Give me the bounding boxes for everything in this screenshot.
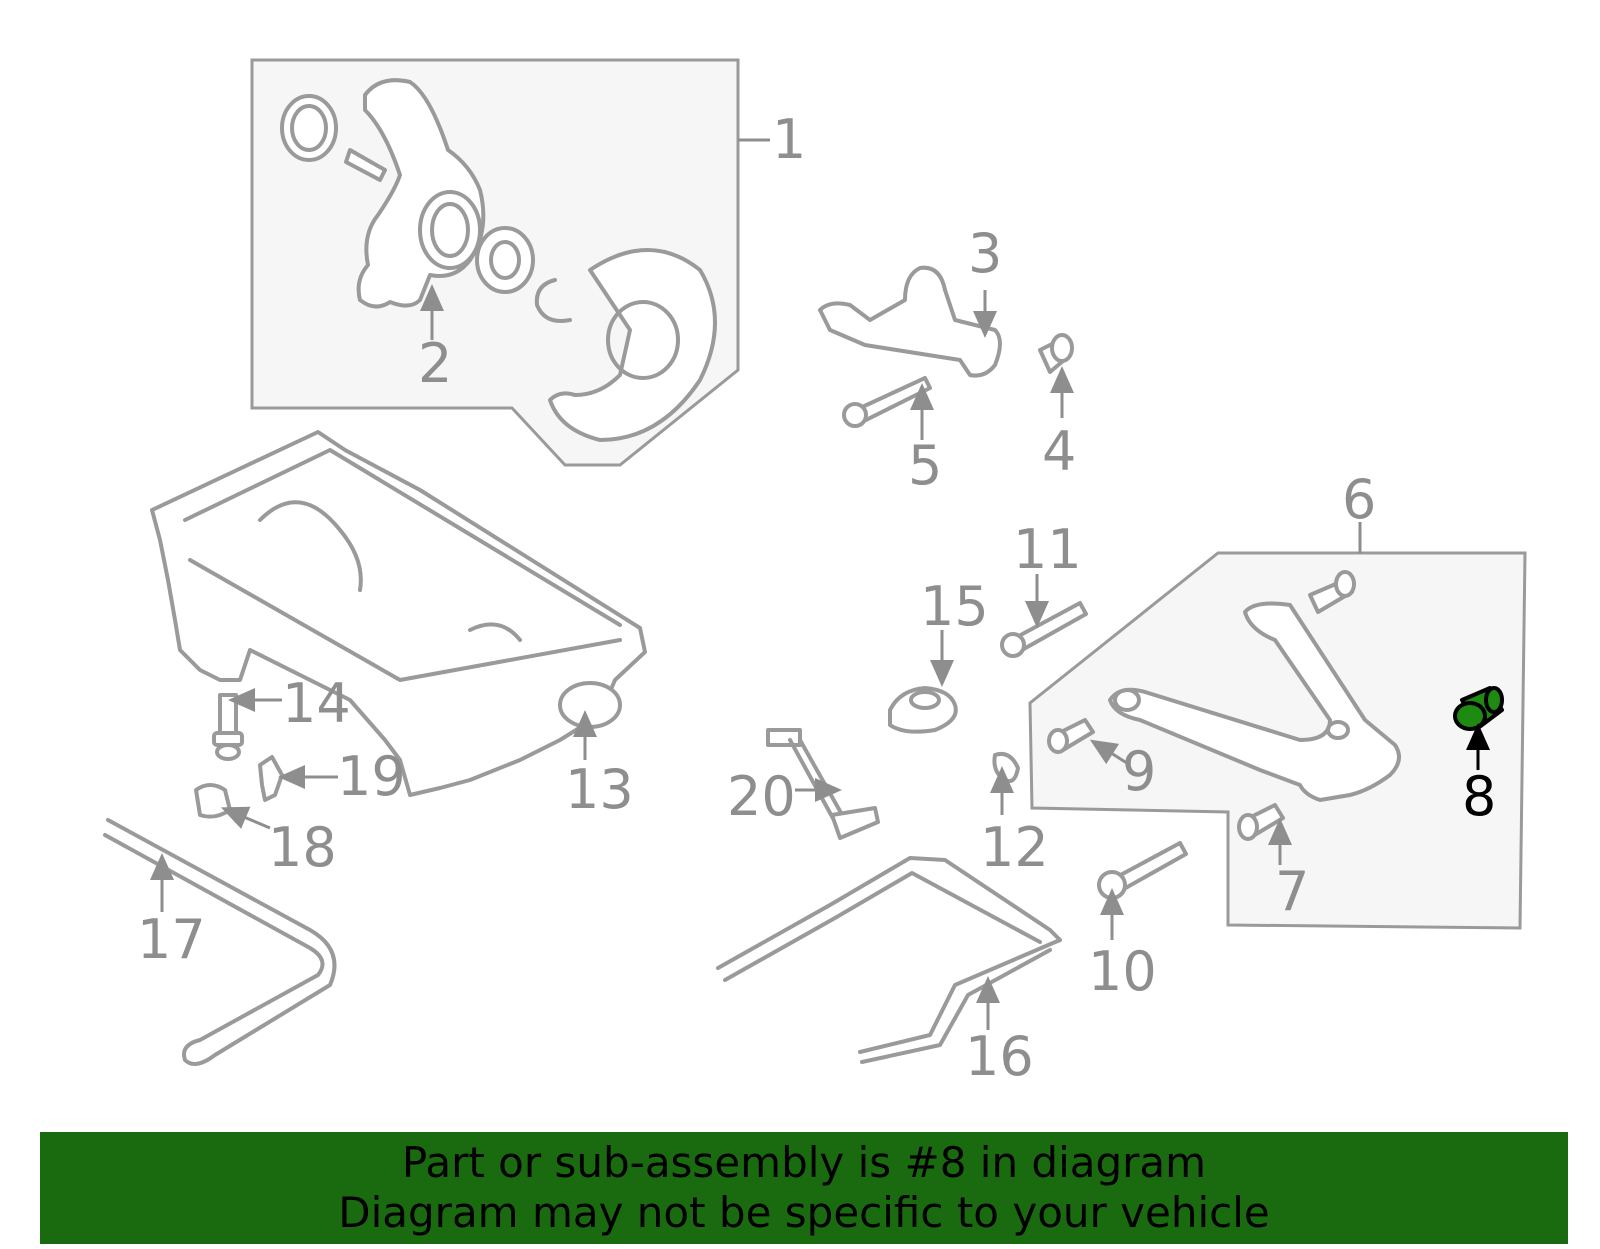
callout-5: 5	[908, 434, 942, 497]
lower-links-drawing	[716, 856, 1062, 1064]
banner-line-2: Diagram may not be specific to your vehi…	[338, 1188, 1270, 1237]
bolt-5-drawing	[842, 376, 932, 428]
callout-18: 18	[268, 816, 337, 879]
callout-12: 12	[980, 816, 1049, 879]
bolt-14-drawing	[212, 693, 244, 761]
stabilizer-bar-drawing	[103, 818, 337, 1066]
bracket-drawing	[818, 265, 1002, 378]
callout-2: 2	[418, 332, 452, 395]
mount-15-drawing	[888, 686, 958, 734]
control-arm-drawing	[1047, 570, 1401, 841]
bolt-10-drawing	[1097, 841, 1188, 900]
callout-6: 6	[1342, 468, 1376, 531]
callout-14: 14	[282, 672, 351, 735]
clip-19-drawing	[258, 755, 284, 802]
knuckle-assembly-drawing	[280, 78, 717, 442]
bushing-18-drawing	[194, 783, 232, 819]
callout-15: 15	[920, 575, 989, 638]
callout-16: 16	[965, 1025, 1034, 1088]
banner-line-1: Part or sub-assembly is #8 in diagram	[401, 1138, 1207, 1187]
info-banner: Part or sub-assembly is #8 in diagram Di…	[40, 1132, 1568, 1244]
callout-3: 3	[968, 222, 1002, 285]
callout-7: 7	[1275, 860, 1309, 923]
washer-12-drawing	[992, 751, 1020, 784]
bushing-4-drawing	[1038, 333, 1074, 374]
callout-1: 1	[772, 108, 806, 171]
callout-4: 4	[1042, 420, 1076, 483]
callout-13: 13	[565, 758, 634, 821]
callout-11: 11	[1013, 518, 1082, 581]
callout-10: 10	[1088, 940, 1157, 1003]
callout-8: 8	[1462, 765, 1496, 828]
callout-19: 19	[337, 745, 406, 808]
stabilizer-link-drawing	[766, 728, 880, 840]
crossmember-drawing	[150, 430, 647, 797]
callout-9: 9	[1122, 740, 1156, 803]
bolt-11-drawing	[1000, 601, 1088, 658]
callout-17: 17	[137, 908, 206, 971]
callout-20: 20	[727, 765, 796, 828]
